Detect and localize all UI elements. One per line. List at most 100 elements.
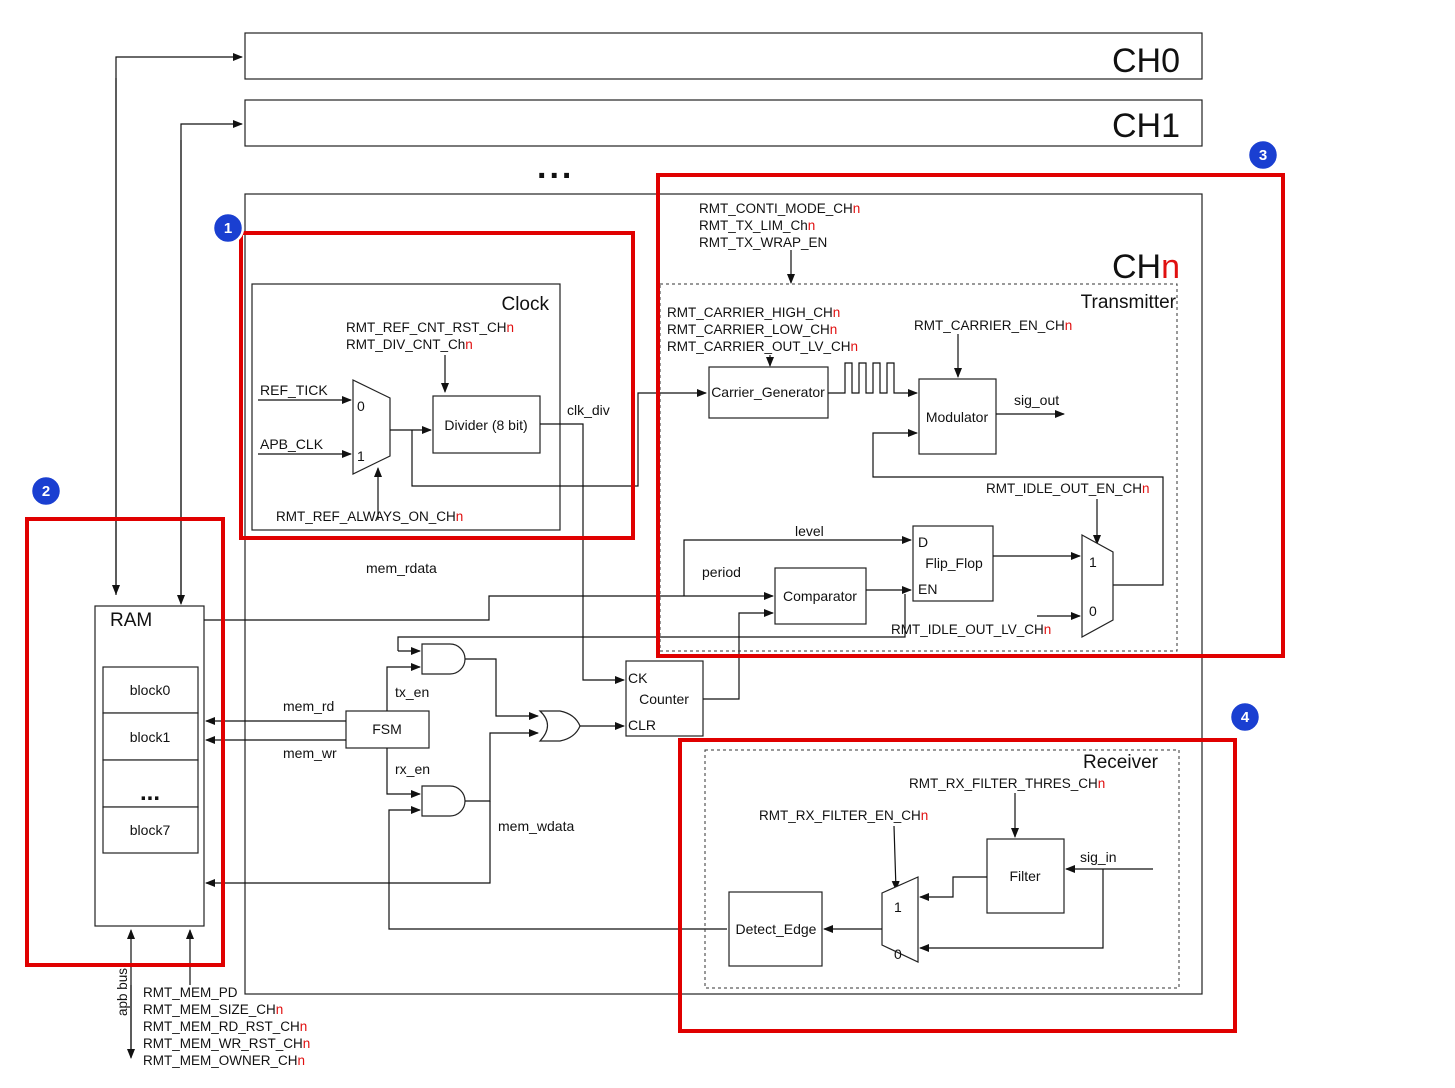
svg-text:block0: block0 <box>130 682 171 698</box>
wire-edge-to-and <box>388 806 727 930</box>
sig-out-label: sig_out <box>1014 392 1059 408</box>
mem-reg-2: RMT_MEM_RD_RST_CHn <box>143 1019 307 1034</box>
svg-text:1: 1 <box>1089 554 1097 570</box>
badge-4: 4 <box>1228 700 1262 734</box>
ref-cnt-rst-reg: RMT_REF_CNT_RST_CHn <box>346 320 514 335</box>
rx-filter-thres-reg: RMT_RX_FILTER_THRES_CHn <box>909 776 1105 791</box>
filter-block <box>986 838 1065 914</box>
svg-text:block7: block7 <box>130 822 171 838</box>
highlight-clock <box>239 231 635 540</box>
ram-block7 <box>102 806 199 854</box>
bus-to-ch0 <box>115 53 243 595</box>
carrier-waveform <box>828 362 918 397</box>
period-label: period <box>702 564 741 580</box>
receiver-title: Receiver <box>1083 752 1159 773</box>
comparator-block <box>774 567 867 625</box>
idle-out-en-reg: RMT_IDLE_OUT_EN_CHn <box>986 481 1150 496</box>
modulator-block <box>918 378 997 455</box>
divider-block <box>432 395 541 454</box>
badge-1: 1 <box>211 211 245 245</box>
svg-text:Comparator: Comparator <box>783 588 857 604</box>
channel-ellipsis: ... <box>537 148 574 186</box>
svg-text:0: 0 <box>357 398 365 414</box>
carrier-out-lv-reg: RMT_CARRIER_OUT_LV_CHn <box>667 339 858 354</box>
mem-wdata-label: mem_wdata <box>498 818 574 834</box>
rx-en-label: rx_en <box>395 761 430 777</box>
svg-text:CK: CK <box>628 670 648 686</box>
clock-title: Clock <box>501 294 549 315</box>
wire-clkdiv-to-counter <box>540 423 625 684</box>
badge-2: 2 <box>29 474 63 508</box>
svg-text:1: 1 <box>894 899 902 915</box>
transmitter-title: Transmitter <box>1081 292 1177 313</box>
idle-mux <box>1081 533 1114 639</box>
tx-en-label: tx_en <box>395 684 429 700</box>
svg-text:D: D <box>918 534 928 550</box>
svg-text:3: 3 <box>1259 147 1267 164</box>
highlight-ram <box>25 517 225 967</box>
ram-block0 <box>102 666 199 714</box>
svg-text:FSM: FSM <box>372 721 402 737</box>
svg-text:4: 4 <box>1241 709 1250 726</box>
mem-rdata-label: mem_rdata <box>366 560 437 576</box>
carrier-high-reg: RMT_CARRIER_HIGH_CHn <box>667 305 840 320</box>
bus-to-ch1 <box>180 120 243 595</box>
ch1-label: CH1 <box>1112 107 1180 145</box>
detect-edge-block <box>728 891 823 967</box>
badge-3: 3 <box>1246 138 1280 172</box>
channel-ch1: CH1 <box>244 99 1203 147</box>
chn-label: CHn <box>1112 248 1180 286</box>
svg-text:block1: block1 <box>130 729 171 745</box>
mem-wr-label: mem_wr <box>283 745 337 761</box>
svg-text:Divider (8 bit): Divider (8 bit) <box>444 417 527 433</box>
conti-mode-reg: RMT_CONTI_MODE_CHn <box>699 201 860 216</box>
transmitter-section: Transmitter RMT_CONTI_MODE_CHn RMT_TX_LI… <box>659 201 1178 652</box>
clock-section: Clock RMT_REF_CNT_RST_CHn RMT_DIV_CNT_Ch… <box>251 283 610 531</box>
or-gate <box>538 710 581 742</box>
ram-block1 <box>102 712 199 761</box>
wire-mem-rdata <box>204 592 774 621</box>
tx-wrap-reg: RMT_TX_WRAP_EN <box>699 235 827 250</box>
mem-reg-4: RMT_MEM_OWNER_CHn <box>143 1053 305 1068</box>
tx-lim-reg: RMT_TX_LIM_Chn <box>699 218 815 233</box>
mem-rd-label: mem_rd <box>283 698 334 714</box>
ref-always-on-reg: RMT_REF_ALWAYS_ON_CHn <box>276 509 463 524</box>
clock-mux <box>352 379 391 475</box>
apb-clk-label: APB_CLK <box>260 436 324 452</box>
wire-feedback <box>872 429 1164 586</box>
svg-text:Filter: Filter <box>1009 868 1040 884</box>
div-cnt-reg: RMT_DIV_CNT_Chn <box>346 337 473 352</box>
svg-text:2: 2 <box>42 483 50 500</box>
ram-block-ellipsis <box>102 759 199 808</box>
mem-reg-0: RMT_MEM_PD <box>143 985 238 1000</box>
sig-in-label: sig_in <box>1080 849 1117 865</box>
svg-text:Counter: Counter <box>639 691 689 707</box>
svg-text:0: 0 <box>1089 603 1097 619</box>
idle-out-lv-reg: RMT_IDLE_OUT_LV_CHn <box>891 622 1051 637</box>
flip-flop-block <box>912 525 994 602</box>
mem-reg-3: RMT_MEM_WR_RST_CHn <box>143 1036 310 1051</box>
highlight-receiver <box>678 738 1237 1033</box>
clk-div-label: clk_div <box>567 402 610 418</box>
mem-reg-1: RMT_MEM_SIZE_CHn <box>143 1002 283 1017</box>
svg-text:1: 1 <box>357 448 365 464</box>
and-gate-rx <box>421 785 466 817</box>
svg-text:...: ... <box>140 779 160 806</box>
ch0-label: CH0 <box>1112 42 1180 80</box>
counter-block <box>625 660 704 737</box>
wire-level-to-ff <box>683 536 912 596</box>
svg-text:CLR: CLR <box>628 717 656 733</box>
rx-mux <box>881 876 919 963</box>
and-gate-tx <box>421 643 466 675</box>
rx-filter-en-reg: RMT_RX_FILTER_EN_CHn <box>759 808 928 823</box>
ram-title: RAM <box>110 610 152 631</box>
carrier-low-reg: RMT_CARRIER_LOW_CHn <box>667 322 837 337</box>
level-label: level <box>795 523 824 539</box>
carrier-en-reg: RMT_CARRIER_EN_CHn <box>914 318 1072 333</box>
wire-mem-wdata <box>205 801 491 887</box>
ref-tick-label: REF_TICK <box>260 382 328 398</box>
svg-text:EN: EN <box>918 581 937 597</box>
receiver-section: Receiver RMT_RX_FILTER_THRES_CHn RMT_RX_… <box>704 749 1180 989</box>
highlight-transmitter <box>656 173 1285 658</box>
